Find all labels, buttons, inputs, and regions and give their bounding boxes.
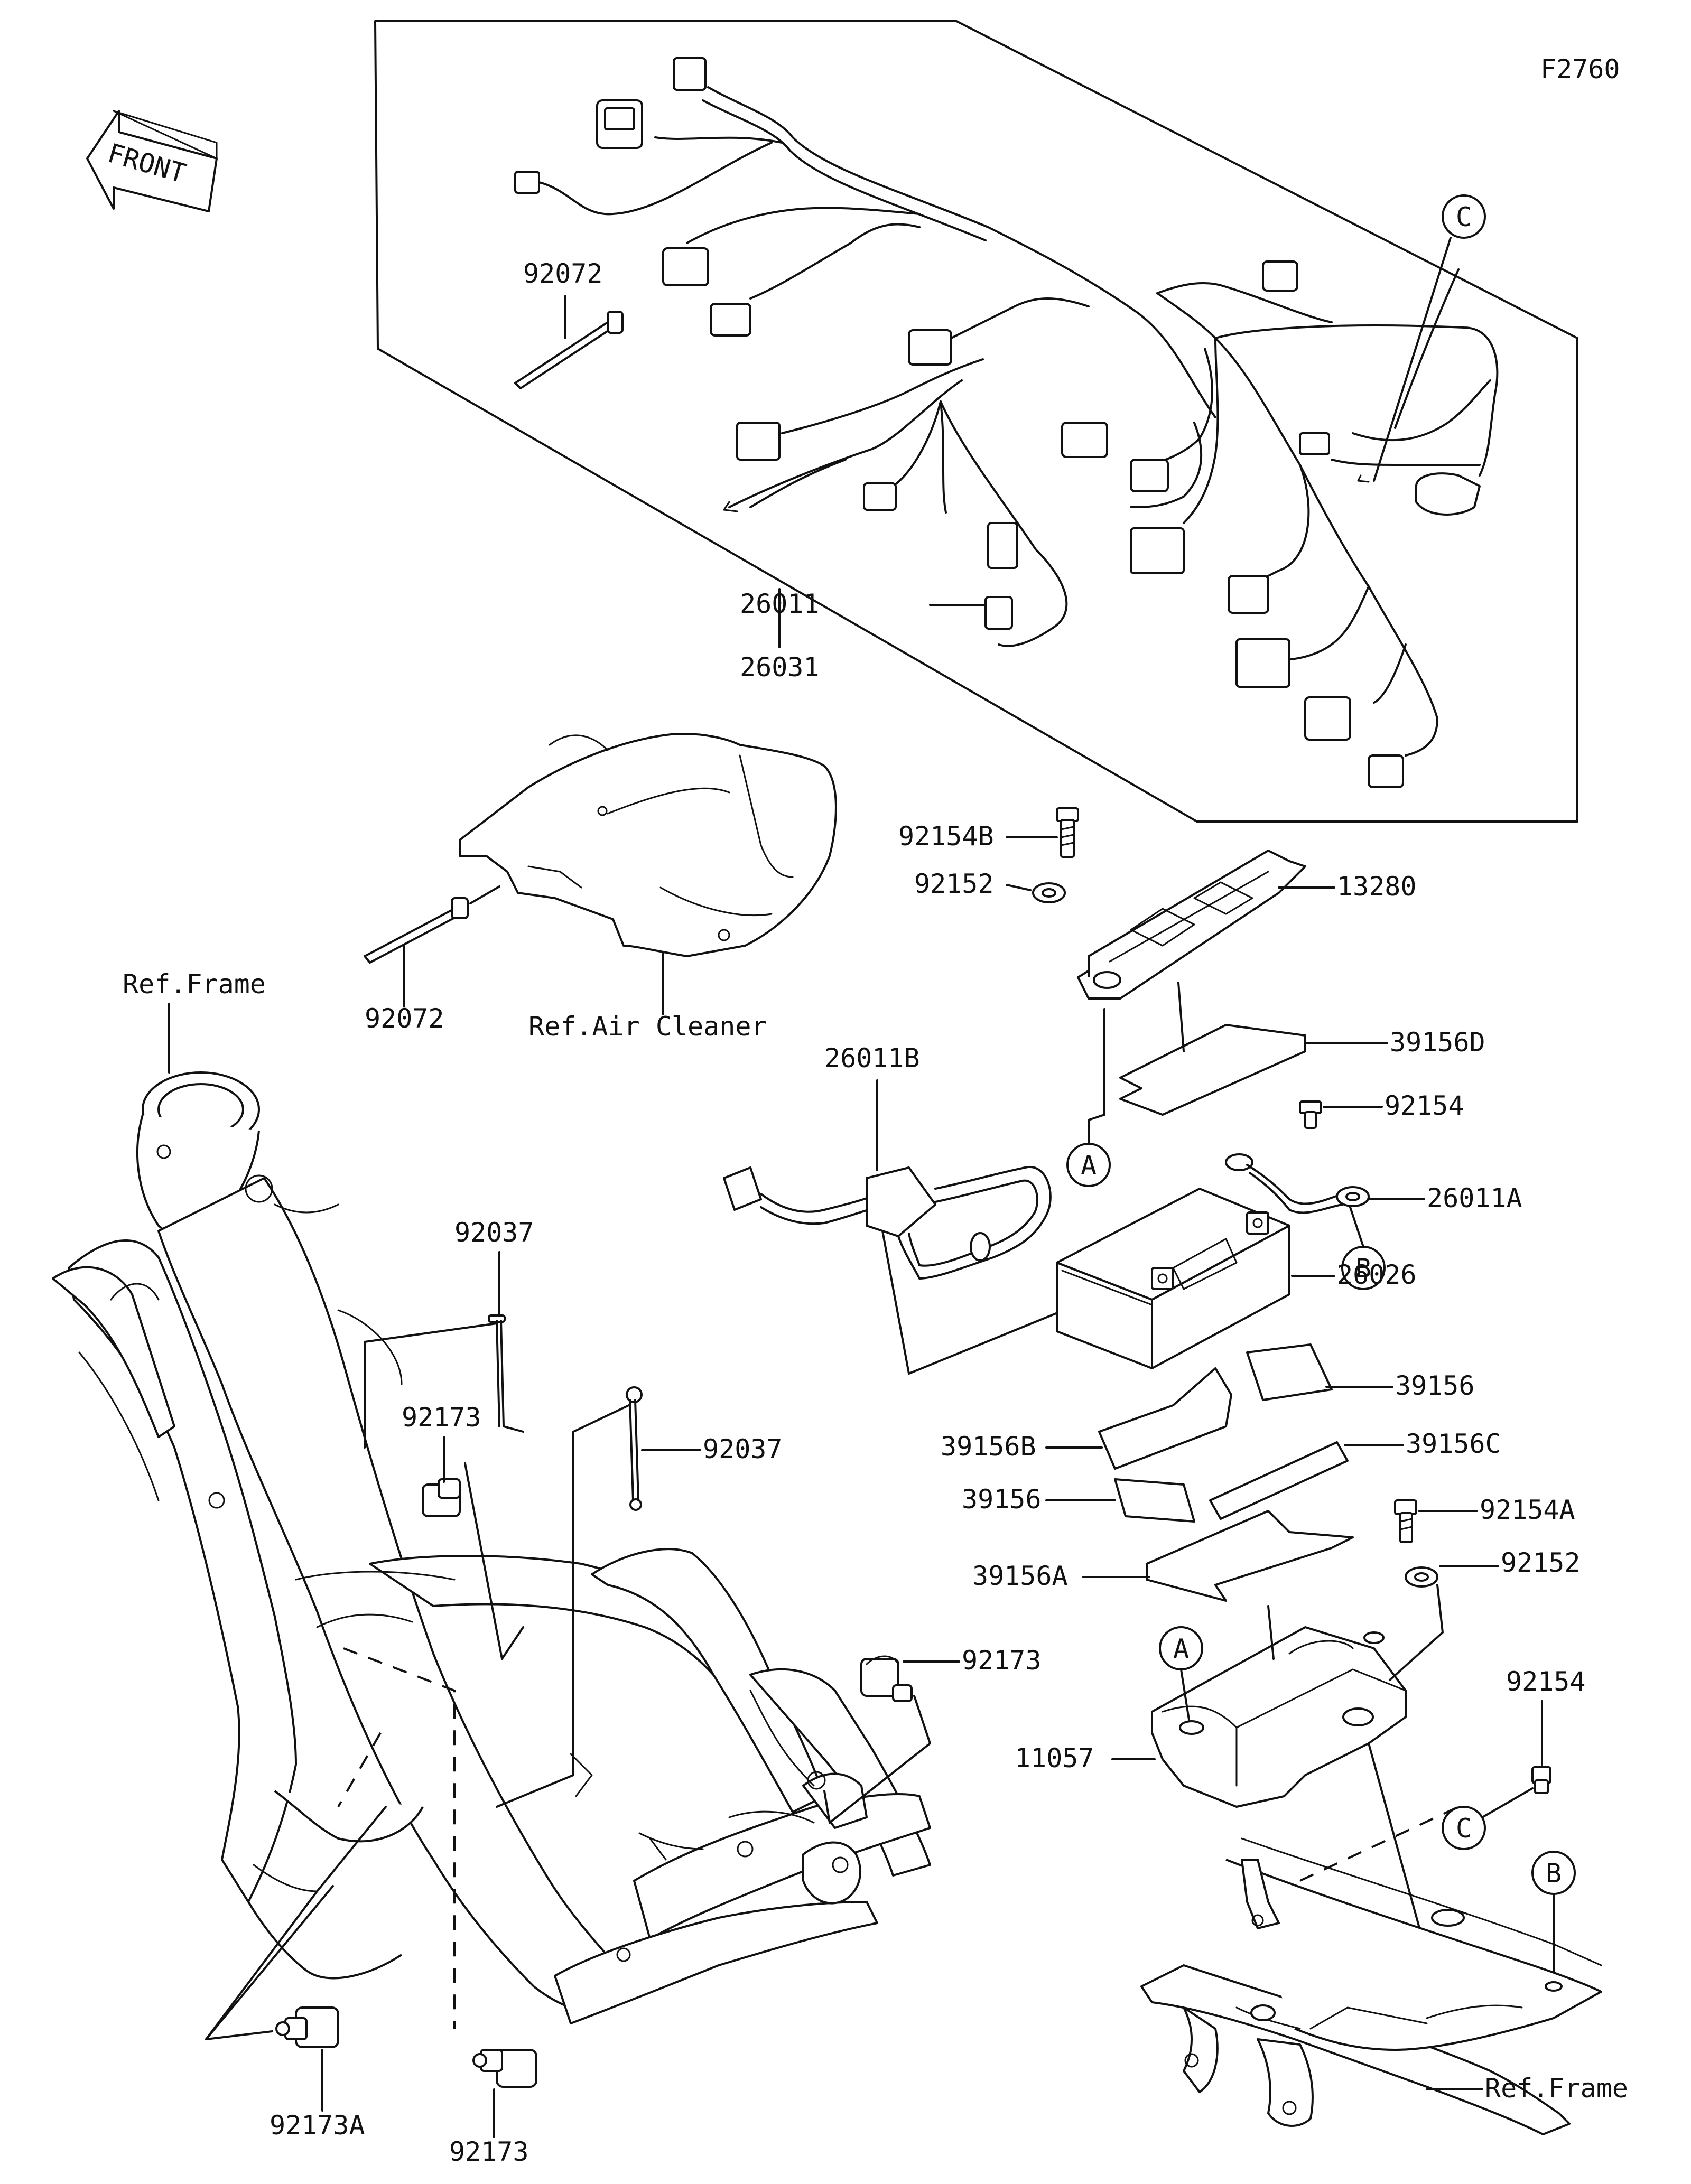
- battery-cable-26011A: [1225, 1153, 1370, 1214]
- label-39156-top: 39156: [1395, 1370, 1475, 1401]
- clamp-92173-bottom: [472, 2049, 537, 2088]
- label-92173-right: 92173: [962, 1645, 1042, 1676]
- label-92173-bottom: 92173: [449, 2136, 529, 2167]
- washer-92152-top: [1032, 882, 1066, 903]
- label-92072-mid: 92072: [365, 1003, 444, 1034]
- label-92173-top: 92173: [402, 1402, 481, 1433]
- label-ref-air-cleaner: Ref.Air Cleaner: [528, 1011, 767, 1042]
- label-13280: 13280: [1337, 871, 1417, 902]
- label-26031: 26031: [740, 652, 820, 683]
- label-39156D: 39156D: [1390, 1027, 1485, 1058]
- pad-39156C: [1209, 1441, 1349, 1520]
- main-frame: [52, 1071, 931, 2024]
- battery-cable-26011B: [723, 1165, 1052, 1280]
- label-11057: 11057: [1015, 1743, 1094, 1774]
- bolt-92154B: [1056, 807, 1079, 858]
- label-92173A: 92173A: [270, 2110, 365, 2141]
- label-92154-top: 92154: [1385, 1090, 1464, 1121]
- callout-b-upper-label: B: [1355, 1253, 1371, 1284]
- label-92154-bottom: 92154: [1506, 1666, 1586, 1697]
- rear-frame: [1140, 1806, 1602, 2135]
- label-39156A: 39156A: [972, 1561, 1068, 1591]
- pad-39156D: [1119, 1024, 1306, 1116]
- label-92072-top: 92072: [523, 258, 603, 289]
- callout-a-lower-label: A: [1173, 1634, 1189, 1664]
- harness-connectors: [514, 57, 1481, 788]
- battery-case-11057: [1151, 1626, 1407, 1808]
- clamp-rod-92037-right: [626, 1386, 643, 1511]
- bolt-92154-top: [1299, 1100, 1322, 1129]
- bolt-92154A: [1394, 1499, 1417, 1543]
- label-39156B: 39156B: [941, 1431, 1036, 1462]
- pad-39156-mid: [1114, 1478, 1195, 1523]
- callout-c-upper-label: C: [1456, 202, 1472, 232]
- label-92152-bottom: 92152: [1501, 1547, 1581, 1578]
- label-26011B: 26011B: [824, 1043, 920, 1074]
- callout-c-lower: [1442, 1806, 1486, 1850]
- air-cleaner-housing: [459, 733, 837, 957]
- label-ref-frame-left: Ref.Frame: [123, 969, 266, 1000]
- callout-c-upper: [1442, 194, 1486, 239]
- callout-b-lower-label: B: [1546, 1858, 1562, 1889]
- pad-39156-top: [1246, 1343, 1333, 1401]
- label-26026: 26026: [1337, 1259, 1417, 1290]
- ref-dashed-line-2: [337, 1732, 382, 1807]
- label-92154A: 92154A: [1480, 1495, 1575, 1525]
- harness-group-outline: [374, 20, 1578, 823]
- diagram-code: F2760: [1540, 54, 1620, 85]
- label-39156-mid: 39156: [962, 1484, 1042, 1515]
- main-harness: [538, 86, 1499, 757]
- label-26011A: 26011A: [1427, 1183, 1522, 1214]
- clamp-92173-top: [422, 1478, 461, 1517]
- clamp-92173A: [275, 2006, 339, 2048]
- label-92037-top: 92037: [454, 1217, 534, 1248]
- battery-holder-13280: [1077, 850, 1306, 1000]
- label-92154B: 92154B: [898, 821, 994, 852]
- callout-a-upper-label: A: [1081, 1150, 1097, 1181]
- callout-c-lower-label: C: [1456, 1813, 1472, 1844]
- battery-26026: [1056, 1188, 1290, 1369]
- cable-tie-92072-top: [514, 311, 624, 389]
- cable-tie-92072-mid: [364, 885, 500, 964]
- washer-92152-bottom: [1405, 1566, 1438, 1588]
- bolt-92154-bottom: [1531, 1766, 1551, 1794]
- label-39156C: 39156C: [1406, 1429, 1501, 1459]
- ref-dashed-line: [343, 1647, 456, 2029]
- pad-39156B: [1098, 1367, 1232, 1470]
- pad-39156A: [1146, 1510, 1354, 1602]
- label-92152-top: 92152: [914, 869, 994, 899]
- clamp-rod-92037-top: [488, 1314, 524, 1433]
- front-arrow-icon: FRONT: [86, 110, 218, 212]
- label-ref-frame-right: Ref.Frame: [1485, 2073, 1628, 2104]
- clamp-92173-right: [860, 1655, 913, 1702]
- label-92037-right: 92037: [703, 1434, 783, 1464]
